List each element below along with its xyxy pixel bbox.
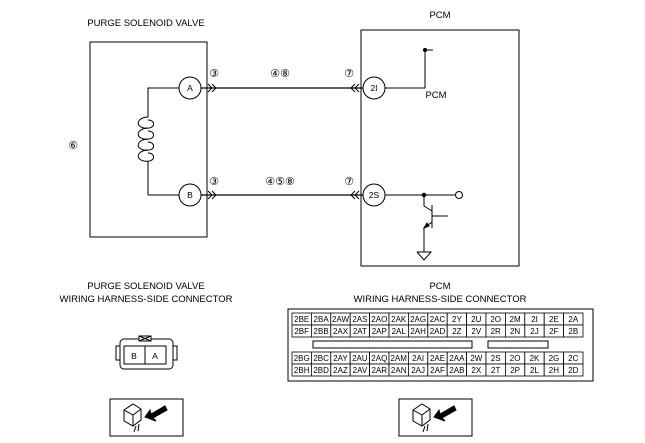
pcm-pin-label: 2C bbox=[568, 354, 578, 363]
pcm-pin-label: 2U bbox=[471, 315, 481, 324]
pcm-pin-label: 2AS bbox=[352, 315, 367, 324]
pcm-pin-label: 2AM bbox=[390, 354, 407, 363]
wire-bottom-mid-note: ④⑤⑧ bbox=[265, 175, 295, 188]
wire-bottom-left-note: ③ bbox=[209, 175, 219, 188]
pcm-pin-label: 2M bbox=[510, 315, 521, 324]
pcm-pin-label: 2E bbox=[549, 315, 559, 324]
note-6: ⑥ bbox=[68, 139, 78, 152]
pcm-pin-label: 2AD bbox=[430, 327, 446, 336]
pcm-pin-label: 2K bbox=[530, 354, 540, 363]
wire-bottom-right-note: ⑦ bbox=[344, 175, 354, 188]
pcm-pin-label: 2AT bbox=[353, 327, 367, 336]
pcm-pin-label: 2D bbox=[568, 366, 578, 375]
pcm-pin-label: 2O bbox=[490, 315, 501, 324]
pcm-pin-label: 2AL bbox=[392, 327, 407, 336]
terminal-2i: 2I bbox=[362, 76, 386, 100]
pcm-pin-label: 2AR bbox=[372, 366, 388, 375]
terminal-a: A bbox=[178, 76, 202, 100]
solenoid-connector-pin-a: A bbox=[152, 351, 158, 361]
pcm-pin-label: 2Z bbox=[452, 327, 461, 336]
terminal-b-label: B bbox=[187, 190, 193, 200]
pcm-pin-label: 2AJ bbox=[411, 366, 425, 375]
terminal-a-label: A bbox=[187, 83, 193, 93]
pcm-pin-label: 2B bbox=[568, 327, 578, 336]
pcm-pin-label: 2AY bbox=[333, 354, 348, 363]
pcm-internal-driver bbox=[385, 191, 463, 261]
pcm-box bbox=[360, 29, 520, 267]
pcm-connector-face bbox=[287, 308, 594, 382]
pcm-pin-label: 2J bbox=[530, 327, 538, 336]
pcm-pin-label: 2BB bbox=[314, 327, 329, 336]
pcm-pin-label: 2H bbox=[549, 366, 559, 375]
pcm-pin-label: 2L bbox=[530, 366, 539, 375]
pcm-pin-label: 2A bbox=[568, 315, 578, 324]
terminal-2s: 2S bbox=[362, 183, 386, 207]
pcm-pin-label: 2AI bbox=[412, 354, 424, 363]
pcm-pin-label: 2W bbox=[470, 354, 482, 363]
pcm-pin-label: 2BC bbox=[313, 354, 329, 363]
pcm-pin-label: 2N bbox=[510, 327, 520, 336]
pcm-pin-label: 2BG bbox=[294, 354, 310, 363]
wire-b-to-2s bbox=[201, 190, 363, 200]
pcm-pin-label: 2AA bbox=[449, 354, 465, 363]
pcm-pin-label: 2O bbox=[510, 354, 521, 363]
pcm-pin-label: 2AC bbox=[430, 315, 446, 324]
pcm-pin-label: 2AX bbox=[333, 327, 349, 336]
pcm-pin-label: 2P bbox=[510, 366, 520, 375]
pcm-pin-label: 2BH bbox=[294, 366, 310, 375]
pcm-pin-label: 2I bbox=[531, 315, 538, 324]
pcm-pin-label: 2AE bbox=[430, 354, 445, 363]
pcm-pin-label: 2AZ bbox=[333, 366, 348, 375]
pcm-pin-label: 2AO bbox=[371, 315, 387, 324]
pcm-pin-label: 2G bbox=[549, 354, 560, 363]
pcm-pin-label: 2AU bbox=[352, 354, 368, 363]
solenoid-connector-title-line1: PURGE SOLENOID VALVE bbox=[87, 281, 204, 292]
pcm-pin-label: 2AG bbox=[410, 315, 426, 324]
pcm-pin-label: 2AB bbox=[449, 366, 464, 375]
pcm-pin-label: 2BA bbox=[314, 315, 330, 324]
terminal-2s-label: 2S bbox=[369, 190, 380, 200]
solenoid-coil bbox=[137, 87, 179, 196]
pcm-pin-label: 2AF bbox=[430, 366, 445, 375]
pcm-pin-label: 2Y bbox=[452, 315, 462, 324]
pcm-pin-label: 2AK bbox=[391, 315, 407, 324]
solenoid-connector-pin-b: B bbox=[131, 351, 137, 361]
solenoid-connector-face bbox=[115, 335, 178, 370]
solenoid-title: PURGE SOLENOID VALVE bbox=[87, 18, 204, 29]
view-direction-icon-right bbox=[398, 398, 473, 437]
wire-top-left-note: ③ bbox=[209, 67, 219, 80]
solenoid-connector-title-line2: WIRING HARNESS-SIDE CONNECTOR bbox=[60, 294, 233, 305]
pcm-connector-title-line1: PCM bbox=[429, 281, 450, 292]
pcm-pin-label: 2BF bbox=[294, 327, 309, 336]
pcm-pin-label: 2X bbox=[471, 366, 481, 375]
pcm-pin-label: 2BD bbox=[313, 366, 329, 375]
pcm-title: PCM bbox=[429, 10, 450, 21]
wire-a-to-2i bbox=[201, 83, 363, 93]
solenoid-box bbox=[89, 41, 208, 238]
pcm-pin-label: 2T bbox=[491, 366, 500, 375]
pcm-pin-label: 2AQ bbox=[371, 354, 387, 363]
pcm-pin-label: 2F bbox=[549, 327, 558, 336]
pcm-connector-title-line2: WIRING HARNESS-SIDE CONNECTOR bbox=[354, 294, 527, 305]
terminal-2i-label: 2I bbox=[370, 83, 377, 93]
pcm-pin-label: 2AN bbox=[391, 366, 407, 375]
pcm-pin-label: 2BE bbox=[294, 315, 309, 324]
pcm-pin-label: 2S bbox=[491, 354, 501, 363]
pcm-internal-power bbox=[385, 47, 433, 89]
pcm-pin-cell bbox=[563, 324, 584, 338]
pcm-pin-label: 2V bbox=[471, 327, 481, 336]
pcm-pin-label: 2AV bbox=[353, 366, 368, 375]
pcm-inner-label: PCM bbox=[425, 90, 446, 101]
terminal-b: B bbox=[178, 183, 202, 207]
pcm-pin-label: 2AP bbox=[372, 327, 387, 336]
pcm-pin-cell bbox=[563, 363, 584, 377]
pcm-pin-label: 2AH bbox=[410, 327, 426, 336]
wire-top-mid-note: ④⑧ bbox=[270, 67, 290, 80]
pcm-pin-label: 2R bbox=[491, 327, 501, 336]
pcm-pin-label: 2AW bbox=[332, 315, 349, 324]
wire-top-right-note: ⑦ bbox=[344, 67, 354, 80]
view-direction-icon-left bbox=[109, 398, 184, 437]
